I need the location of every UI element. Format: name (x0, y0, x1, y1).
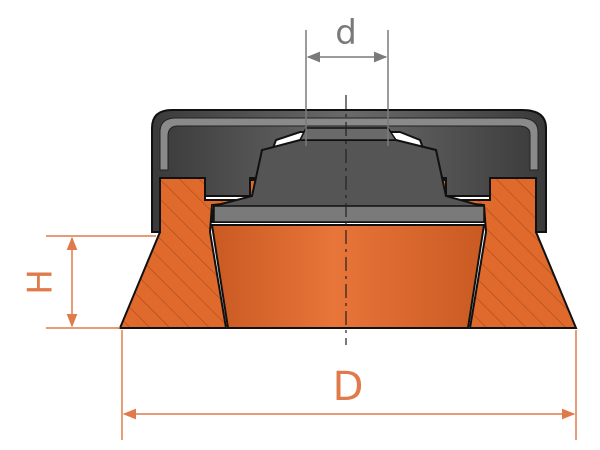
rubber-core (210, 224, 486, 329)
D-label: D (333, 364, 364, 410)
metal-insert-flange (213, 205, 485, 223)
h-label: H (21, 269, 61, 295)
metal-cap-rim (159, 117, 539, 171)
metal-insert-step (298, 127, 398, 141)
d-label: d (335, 13, 357, 53)
